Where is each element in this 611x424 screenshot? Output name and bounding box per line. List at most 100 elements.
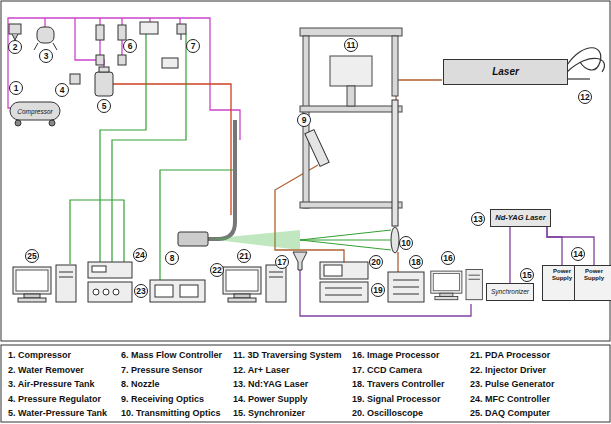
- callout-number: 22: [210, 263, 224, 277]
- fiber-coupler: [567, 58, 604, 72]
- node-text: Laser: [492, 66, 519, 78]
- pressure-regulator: [118, 25, 126, 40]
- air-tank: [34, 27, 57, 50]
- callout-number: 24: [133, 248, 147, 262]
- callout-number: 3: [39, 49, 53, 63]
- table-cell: 17. CCD Camera: [352, 365, 422, 376]
- traverse-controller: [393, 294, 419, 295]
- table-cell: 21. PDA Processor: [470, 350, 550, 361]
- callout-number: 21: [237, 249, 251, 263]
- callout-number: 2: [8, 40, 22, 54]
- ndyag-laser-box: Nd-YAG Laser: [490, 209, 551, 227]
- trigger-line: [509, 227, 510, 283]
- signal-line: [100, 34, 146, 262]
- traverse-controller: [393, 280, 419, 281]
- table-cell: 13. Nd:YAG Laser: [233, 379, 308, 390]
- callout-number: 5: [97, 99, 111, 113]
- oscilloscope: [324, 265, 342, 276]
- callout-number: 20: [369, 255, 383, 269]
- water-remover: [9, 24, 21, 34]
- water-line: [113, 84, 231, 215]
- pulse-generator: [88, 282, 132, 302]
- signal-line: [160, 170, 235, 280]
- signal-processor: [320, 282, 368, 302]
- signal-line: [112, 34, 186, 262]
- node-text: Nd-YAG Laser: [495, 214, 545, 223]
- transmitting-optics: [392, 100, 398, 226]
- pulse-generator: [103, 289, 109, 295]
- pulse-generator: [113, 289, 119, 295]
- table-cell: 4. Pressure Regulator: [8, 394, 101, 405]
- laser-beam: [300, 230, 391, 240]
- callout-number: 7: [186, 39, 200, 53]
- callout-number: 18: [409, 255, 423, 269]
- callout-number: 9: [297, 113, 311, 127]
- table-cell: 14. Power Supply: [233, 394, 308, 405]
- nozzle: [178, 120, 235, 246]
- callout-number: 1: [9, 81, 23, 95]
- power-supply-box: Power Supply: [574, 265, 611, 301]
- traversing-frame: [392, 36, 398, 96]
- callout-number: 14: [571, 247, 585, 261]
- traversing-frame: [300, 202, 402, 208]
- callout-number: 16: [441, 251, 455, 265]
- node-text: Power Supply: [547, 268, 577, 282]
- callout-number: 8: [165, 251, 179, 265]
- signal-processor: [325, 295, 362, 296]
- callout-number: 4: [55, 83, 69, 97]
- traversing-frame: [300, 106, 402, 112]
- compressor-icon: [10, 102, 60, 126]
- traverse-controller: [393, 287, 419, 288]
- receiving-optics: [305, 130, 329, 167]
- spray-plume: [208, 230, 300, 250]
- traverse-controller: [388, 272, 424, 302]
- table-cell: 7. Pressure Sensor: [121, 365, 203, 376]
- pressure-sensor: [177, 24, 186, 34]
- oscilloscope: [320, 262, 368, 279]
- compressor-label: Compressor: [13, 105, 57, 118]
- mass-flow-controller: [162, 58, 178, 68]
- callout-number: 10: [399, 236, 413, 250]
- mfc-controller: [88, 262, 132, 278]
- table-cell: 11. 3D Traversing System: [233, 350, 342, 361]
- fiber-coupler: [567, 48, 604, 79]
- table-cell: 15. Synchronizer: [233, 408, 305, 419]
- pda-processor: [223, 265, 286, 302]
- table-cell: 25. DAQ Computer: [470, 408, 550, 419]
- table-cell: 9. Receiving Optics: [121, 394, 204, 405]
- traversing-frame: [300, 28, 402, 36]
- table-cell: 3. Air-Pressure Tank: [8, 379, 95, 390]
- traversing-frame: [330, 56, 372, 86]
- signal-line: [70, 200, 124, 264]
- fiber-line: [275, 80, 442, 272]
- air-tank: [37, 27, 54, 43]
- compressor-icon: [10, 102, 60, 120]
- table-cell: 23. Pulse Generator: [470, 379, 555, 390]
- injector-driver: [180, 285, 198, 297]
- water-tank: [95, 67, 113, 96]
- fiber-line: [396, 80, 442, 100]
- pressure-sensor: [181, 34, 182, 40]
- mass-flow-controller: [140, 22, 178, 68]
- callout-number: 15: [520, 268, 534, 282]
- water-tank: [99, 67, 109, 72]
- water-tank: [95, 72, 113, 96]
- pressure-regulator: [70, 74, 80, 84]
- callout-number: 13: [471, 212, 485, 226]
- air-line: [8, 18, 240, 140]
- nozzle: [208, 120, 235, 239]
- injector-driver: [155, 285, 173, 297]
- daq-computer: [13, 265, 76, 302]
- table-cell: 1. Compressor: [8, 350, 71, 361]
- callout-number: 11: [344, 38, 358, 52]
- mfc-controller: [92, 266, 106, 272]
- callout-number: 12: [578, 90, 592, 104]
- table-cell: 24. MFC Controller: [470, 394, 550, 405]
- table-cell: 10. Transmitting Optics: [121, 408, 221, 419]
- mfc-controller: [88, 262, 132, 278]
- node-text: Power Supply: [579, 268, 609, 282]
- table-cell: 12. Ar+ Laser: [233, 365, 289, 376]
- receiving-optics: [305, 130, 329, 167]
- pressure-regulator: [118, 55, 126, 65]
- laser-beam: [300, 240, 391, 241]
